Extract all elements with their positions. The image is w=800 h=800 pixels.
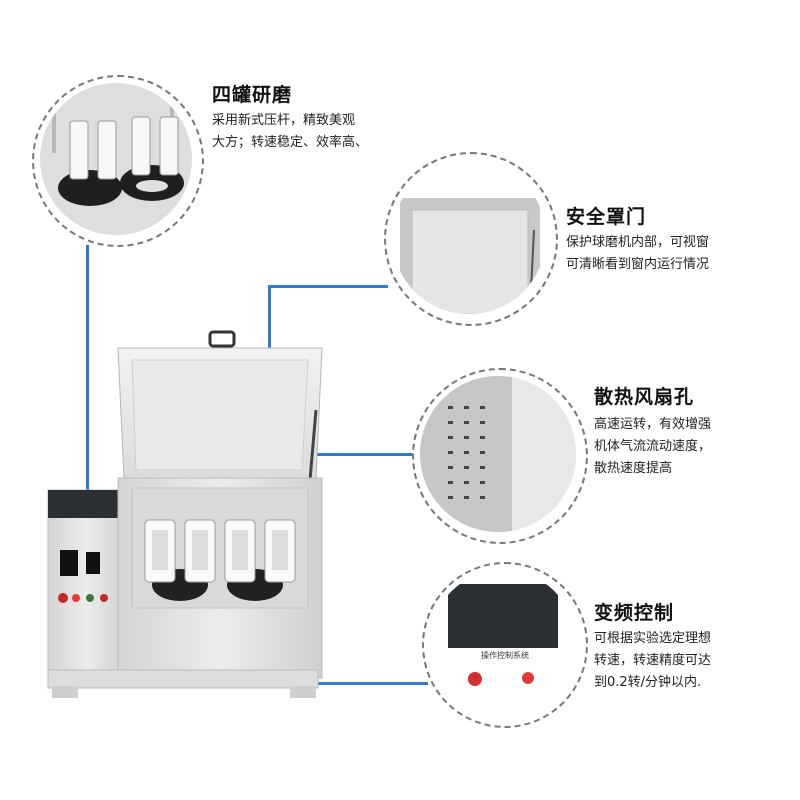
callout-desc-line: 可根据实验选定理想	[594, 631, 712, 646]
callout-desc-line: 大方；转速稳定、效率高、	[212, 135, 369, 150]
callout-desc-line: 转速，转速精度可达	[594, 653, 712, 668]
callout-title-grinding: 四罐研磨	[212, 84, 293, 106]
control-panel-header: 操作控制系统	[481, 651, 529, 660]
callout-title-control: 变频控制	[594, 602, 675, 624]
stop-button[interactable]	[468, 672, 482, 686]
connector-line-fan-horizontal	[313, 453, 418, 456]
callout-desc-lid: 保护球磨机内部，可视窗 可清晰看到窗内运行情况	[566, 232, 709, 276]
callout-desc-control: 可根据实验选定理想 转速，转速精度可达 到0.2转/分钟以内.	[594, 628, 711, 694]
connector-line-lid-vertical	[268, 285, 271, 400]
callout-image-control-panel: 操作控制系统	[430, 570, 576, 716]
callout-desc-line: 可清晰看到窗内运行情况	[566, 257, 710, 272]
callout-desc-line: 散热速度提高	[594, 461, 673, 476]
callout-title-fan: 散热风扇孔	[594, 386, 695, 408]
ball-mill-machine-drawing	[47, 330, 323, 698]
callout-desc-line: 到0.2转/分钟以内.	[594, 675, 702, 690]
callout-desc-fan: 高速运转，有效增强 机体气流流动速度， 散热速度提高	[594, 414, 711, 480]
callout-image-fan-holes	[420, 376, 576, 532]
control-panel-screen	[448, 584, 558, 648]
callout-desc-line: 高速运转，有效增强	[594, 417, 712, 432]
callout-title-lid: 安全罩门	[566, 206, 647, 228]
callout-desc-line: 采用新式压杆，精致美观	[212, 113, 356, 128]
fan-holes-drawing	[420, 376, 576, 532]
callout-image-grinding-jars	[40, 83, 192, 235]
power-indicator	[522, 672, 534, 684]
callout-image-safety-lid	[392, 160, 546, 314]
connector-line-grinding-vertical	[86, 245, 89, 527]
connector-line-lid-horizontal	[268, 285, 388, 288]
callout-desc-line: 机体气流流动速度，	[594, 439, 712, 454]
callout-desc-line: 保护球磨机内部，可视窗	[566, 235, 710, 250]
callout-desc-grinding: 采用新式压杆，精致美观 大方；转速稳定、效率高、	[212, 110, 368, 154]
ball-mill-machine	[40, 330, 340, 700]
